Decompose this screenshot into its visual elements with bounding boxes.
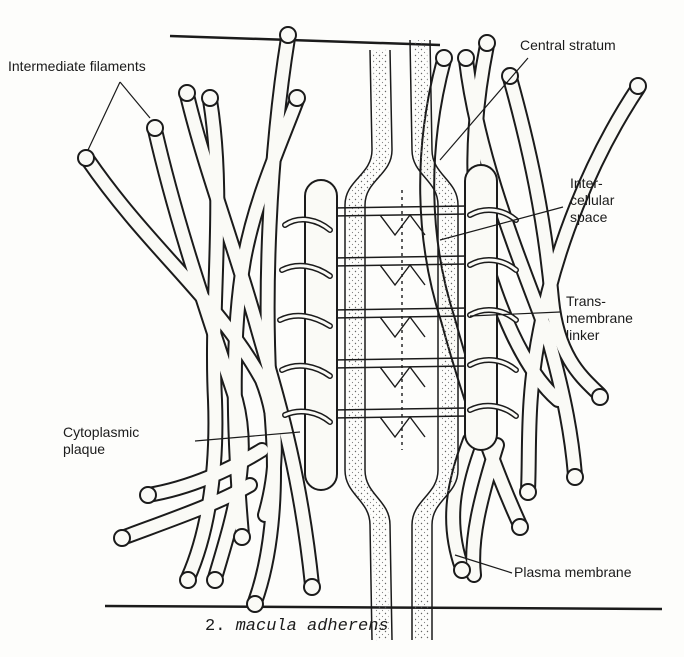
label-intercellular-line-2: cellular [570, 192, 614, 209]
caption-title: macula adherens [236, 617, 389, 636]
top-rule [170, 36, 440, 45]
label-central-stratum: Central stratum [520, 37, 616, 54]
label-intermediate-filaments: Intermediate filaments [8, 58, 146, 75]
label-intercellular-space: Inter- cellular space [570, 175, 614, 226]
label-cytoplasmic-plaque: Cytoplasmic plaque [63, 424, 139, 458]
label-plasma-membrane: Plasma membrane [514, 564, 632, 581]
figure-caption: 2. macula adherens [205, 617, 389, 636]
label-intercellular-line-1: Inter- [570, 175, 614, 192]
label-cytoplasmic-line-1: Cytoplasmic [63, 424, 139, 441]
caption-number: 2. [205, 617, 225, 636]
central-stratum [380, 190, 425, 450]
intermediate-filaments-back [88, 38, 638, 602]
label-intercellular-line-3: space [570, 209, 614, 226]
label-transmembrane-linker: Trans- membrane linker [566, 293, 633, 344]
label-cytoplasmic-line-2: plaque [63, 441, 139, 458]
label-transmembrane-line-3: linker [566, 327, 633, 344]
label-transmembrane-line-1: Trans- [566, 293, 633, 310]
label-transmembrane-line-2: membrane [566, 310, 633, 327]
